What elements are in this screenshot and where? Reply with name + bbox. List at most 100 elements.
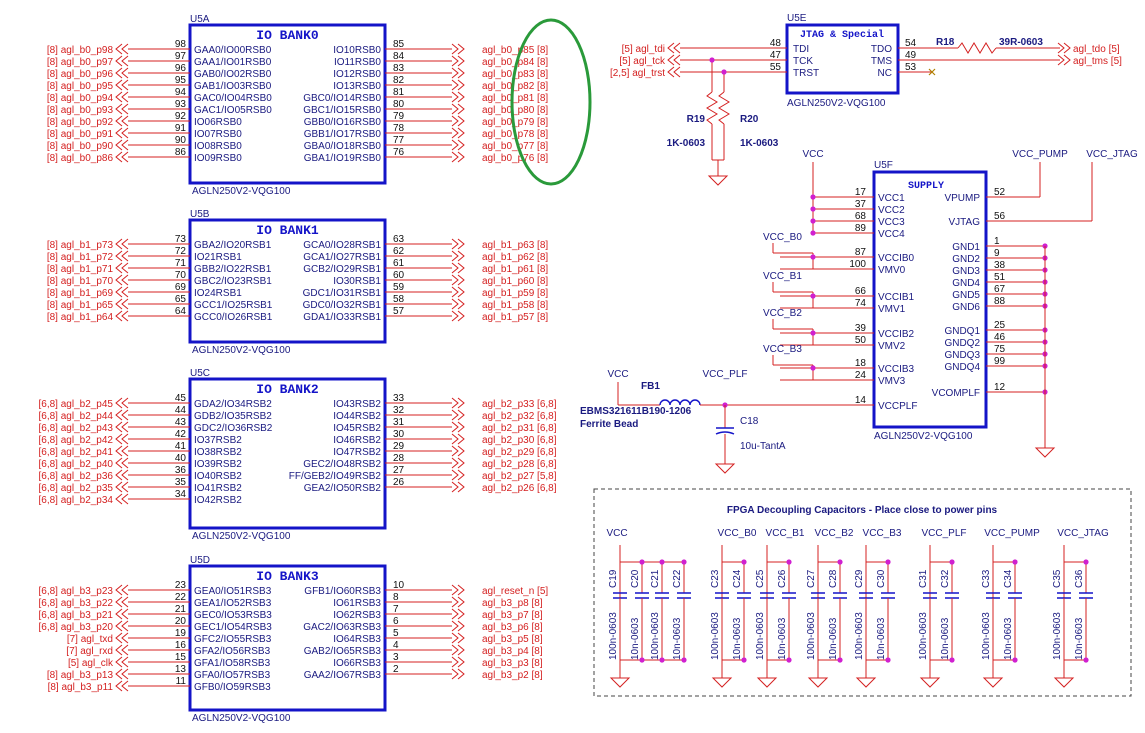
- offpage-connector-icon: [451, 584, 465, 596]
- junction-dot: [709, 57, 715, 63]
- u5a-pin-name: GAB0/IO02RSB0: [194, 69, 272, 80]
- offpage-connector-icon: [115, 115, 129, 127]
- u5d-net-right: agl_b3_p6 [8]: [482, 622, 543, 633]
- u5b-pin-name: GCA1/IO27RSB1: [303, 252, 381, 263]
- junction-dot: [810, 206, 816, 212]
- u5d-net-left: [7] agl_rxd: [66, 646, 113, 657]
- offpage-connector-icon: [451, 409, 465, 421]
- junction-dot: [810, 330, 816, 336]
- u5c-pin-name: IO46RSB2: [333, 435, 381, 446]
- u5c-pin-number: 41: [175, 441, 187, 452]
- u5f-ref: U5F: [874, 160, 893, 171]
- u5a-pin-name: GAC1/IO05RSB0: [194, 105, 272, 116]
- u5c-pin-number: 40: [175, 453, 187, 464]
- u5a-pin-number: 82: [393, 75, 405, 86]
- u5f-pin-number: 66: [855, 286, 867, 297]
- offpage-connector-icon: [115, 91, 129, 103]
- u5a-pin-name: IO10RSB0: [333, 45, 381, 56]
- junction-dot: [1012, 657, 1018, 663]
- u5c-pin-name: GEC2/IO48RSB2: [303, 459, 381, 470]
- u5d-pin-name: GFA0/IO57RSB3: [194, 670, 271, 681]
- u5b-pin-name: IO30RSB1: [333, 276, 381, 287]
- junction-dot: [885, 559, 891, 565]
- decoupling-rail-label: VCC: [606, 528, 627, 539]
- junction-dot: [786, 657, 792, 663]
- u5c-pin-number: 27: [393, 465, 405, 476]
- ground-icon: [711, 670, 733, 688]
- cap-value: 10n-0603: [672, 617, 683, 660]
- u5c-net-right: agl_b2_p33 [6,8]: [482, 399, 557, 410]
- u5d-pin-name: GEC0/IO53RSB3: [194, 610, 272, 621]
- offpage-connector-icon: [115, 620, 129, 632]
- u5c-pin-number: 29: [393, 441, 405, 452]
- u5b-pin-number: 59: [393, 282, 405, 293]
- decoupling-rail-label: VCC_B0: [718, 528, 757, 539]
- u5d-pin-number: 6: [393, 616, 399, 627]
- u5b-net-right: agl_b1_p57 [8]: [482, 312, 548, 323]
- u5f-pin-number: 100: [849, 259, 866, 270]
- u5b-pin-number: 60: [393, 270, 405, 281]
- u5a-pin-name: GAA1/IO01RSB0: [194, 57, 272, 68]
- u5d-pin-number: 19: [175, 628, 187, 639]
- u5e-symbol-box: [785, 23, 900, 95]
- u5a-pin-number: 81: [393, 87, 405, 98]
- u5c-pin-number: 31: [393, 417, 405, 428]
- junction-dot: [810, 194, 816, 200]
- offpage-connector-icon: [451, 286, 465, 298]
- u5c-pin-number: 30: [393, 429, 405, 440]
- u5c-pin-name: IO47RSB2: [333, 447, 381, 458]
- u5f-pin-number: 39: [855, 323, 867, 334]
- offpage-connector-icon: [115, 250, 129, 262]
- cap-ref: C36: [1074, 569, 1085, 588]
- cap-value: 100n-0603: [1052, 612, 1063, 660]
- fb1-ref: FB1: [641, 381, 660, 392]
- u5a-pin-name: GBC1/IO15RSB0: [303, 105, 381, 116]
- u5c-pin-number: 42: [175, 429, 187, 440]
- u5a-pin-number: 86: [175, 147, 187, 158]
- u5c-net-right: agl_b2_p29 [6,8]: [482, 447, 557, 458]
- r20-value: 1K-0603: [740, 138, 779, 149]
- decoupling-region: [593, 488, 1132, 697]
- u5c-net-right: agl_b2_p26 [6,8]: [482, 483, 557, 494]
- cap-ref: C30: [876, 569, 887, 588]
- offpage-connector-icon: [115, 409, 129, 421]
- u5d-pin-number: 3: [393, 652, 399, 663]
- u5d-part-number: AGLN250V2-VQG100: [192, 713, 291, 724]
- u5e-pin-number: 55: [770, 62, 782, 73]
- u5a-pin-number: 76: [393, 147, 405, 158]
- u5a-pin-name: GBA1/IO19RSB0: [304, 153, 382, 164]
- u5f-pin-name: GND3: [952, 266, 980, 277]
- offpage-connector-icon: [451, 79, 465, 91]
- u5c-net-left: [6,8] agl_b2_p42: [38, 435, 113, 446]
- u5b-pin-number: 65: [175, 294, 187, 305]
- u5d-ref: U5D: [190, 555, 210, 566]
- u5d-pin-number: 8: [393, 592, 399, 603]
- junction-dot: [1083, 657, 1089, 663]
- capacitor-c18-icon: [715, 427, 735, 435]
- u5f-pin-number: 51: [994, 272, 1006, 283]
- u5a-pin-number: 79: [393, 111, 405, 122]
- u5f-pin-number: 75: [994, 344, 1006, 355]
- u5d-pin-number: 11: [176, 676, 187, 687]
- u5f-pin-number: 38: [994, 260, 1006, 271]
- offpage-connector-icon: [115, 262, 129, 274]
- u5f-pin-name: GND5: [952, 290, 980, 301]
- u5d-pin-number: 22: [175, 592, 187, 603]
- u5f-rail-label: VCC_B1: [763, 271, 802, 282]
- u5d-pin-number: 15: [175, 652, 187, 663]
- u5e-ref: U5E: [787, 13, 807, 24]
- u5b-net-left: [8] agl_b1_p71: [47, 264, 114, 275]
- junction-dot: [741, 657, 747, 663]
- offpage-connector-icon: [451, 67, 465, 79]
- capacitor-icon: [737, 592, 751, 599]
- capacitor-icon: [881, 592, 895, 599]
- u5d-pin-number: 5: [393, 628, 399, 639]
- u5d-pin-name: GFC2/IO55RSB3: [194, 634, 272, 645]
- ground-icon: [714, 456, 736, 474]
- u5c-pin-number: 26: [393, 477, 405, 488]
- offpage-connector-icon: [451, 91, 465, 103]
- offpage-connector-icon: [667, 66, 681, 78]
- offpage-connector-icon: [115, 433, 129, 445]
- u5a-pin-name: GAA0/IO00RSB0: [194, 45, 272, 56]
